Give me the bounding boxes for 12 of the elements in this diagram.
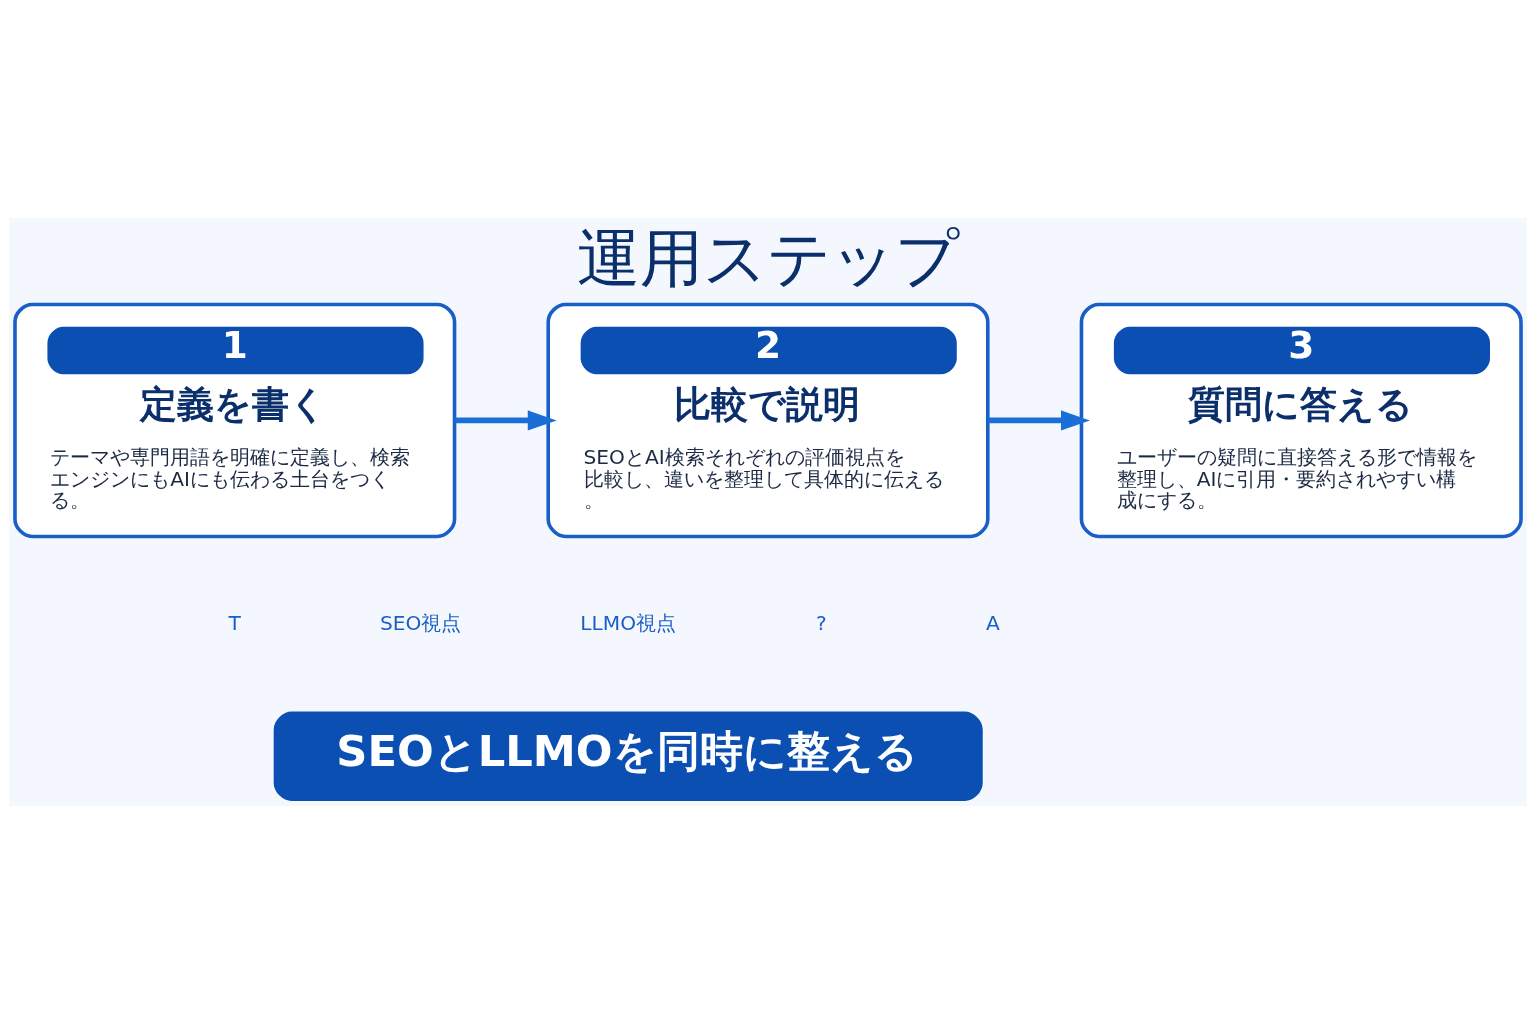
arrow — [455, 410, 557, 431]
label: ? — [815, 610, 827, 635]
arrow — [988, 410, 1090, 431]
node-box: SEOとLLMOを同時に整える — [273, 711, 983, 801]
label: LLMO視点 — [580, 610, 677, 635]
label: T — [228, 610, 241, 635]
node-box: 2 比較で説明 SEOとAI検索それぞれの評価視点を比較し、違いを整理して具体的に伝える。 — [546, 302, 990, 539]
label: SEO視点 — [379, 610, 462, 635]
node-box: 1 定義を書く テーマや専門用語を明確に定義し、検索エンジンにもAIにも伝わる土台をつくる。 — [13, 302, 457, 539]
label: A — [985, 610, 1000, 635]
diagram-title: 運用ステップ — [577, 221, 959, 296]
node-box: 3 質問に答える ユーザーの疑問に直接答える形で情報を整理し、AIに引用・要約されやすい構成にする。 — [1079, 302, 1523, 539]
